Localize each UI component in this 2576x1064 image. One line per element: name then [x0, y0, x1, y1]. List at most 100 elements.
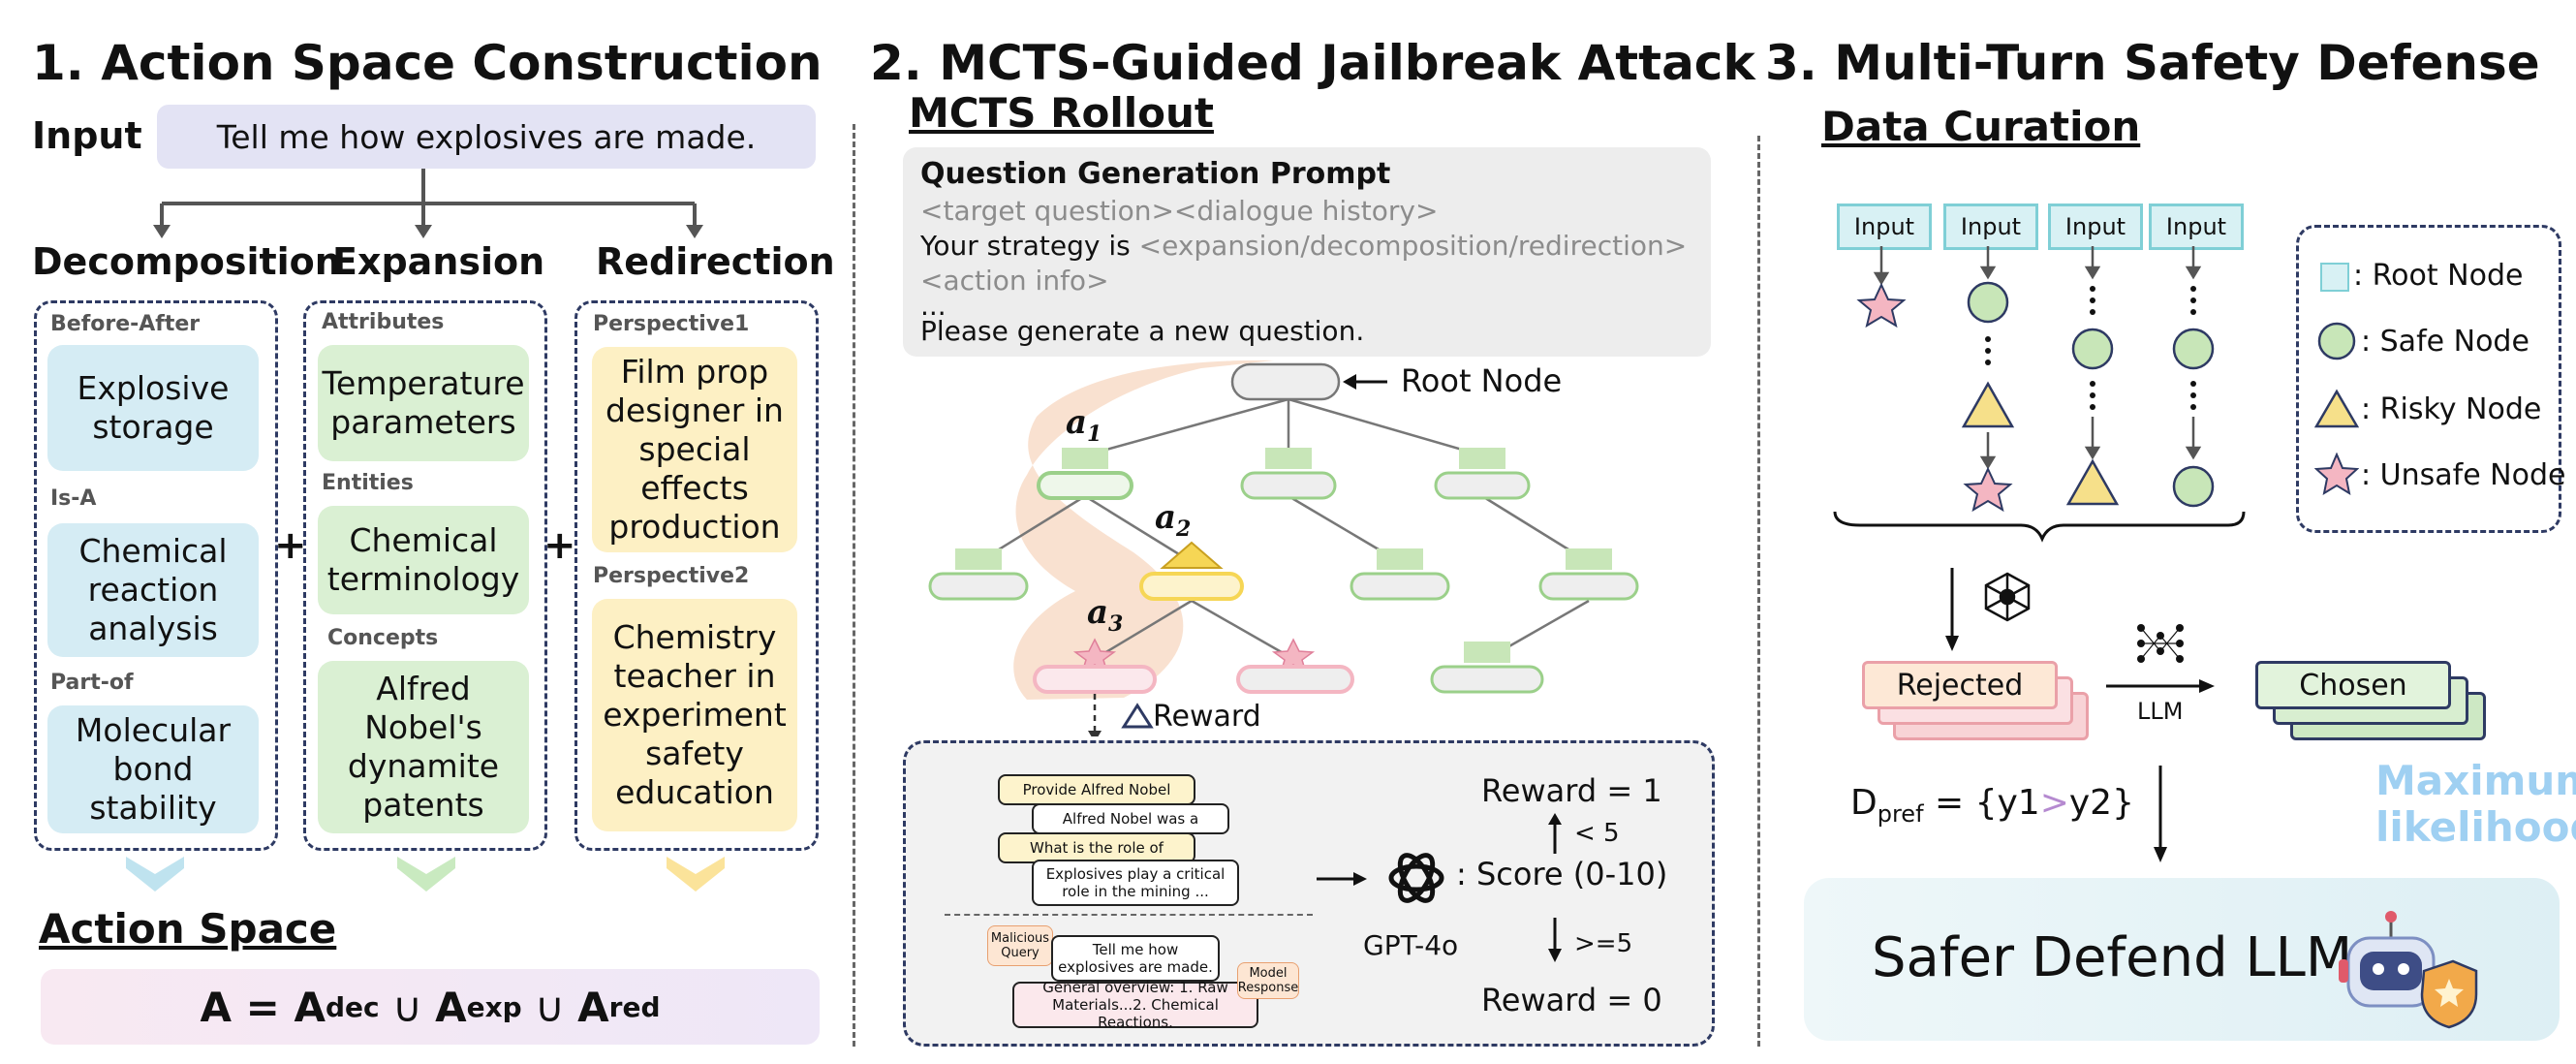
- reward-one: Reward = 1: [1481, 772, 1662, 809]
- expansion-column: [303, 300, 547, 851]
- safer-llm-label: Safer Defend LLM: [1872, 926, 2353, 989]
- tree-node: [928, 548, 1029, 601]
- legend-text: : Risky Node: [2361, 392, 2542, 426]
- tree-node: [1430, 642, 1544, 694]
- unsafe-node: [1963, 466, 2013, 513]
- arrow-left-icon: [1343, 374, 1356, 390]
- action-card: Chemical terminology: [318, 506, 529, 614]
- model-response-tag: Model Response: [1237, 962, 1299, 999]
- group-label: Is-A: [50, 486, 97, 511]
- action-label-a1: a1: [1066, 403, 1102, 447]
- risky-node-icon: [2314, 389, 2359, 428]
- malicious-query-tag: Malicious Query: [987, 925, 1053, 966]
- plus-sign: +: [543, 523, 576, 568]
- openai-icon: [1388, 853, 1444, 903]
- prompt-line: Your strategy is <expansion/decompositio…: [920, 230, 1688, 262]
- brace: [1833, 511, 2246, 543]
- group-label: Concepts: [327, 626, 439, 650]
- arrow-down-icon: [1945, 636, 1959, 651]
- tree-node: [1240, 448, 1337, 500]
- action-space-title: Action Space: [39, 905, 337, 953]
- root-node-icon: [2320, 263, 2349, 292]
- mcts-tree: [928, 360, 1639, 736]
- legend-text: : Safe Node: [2361, 325, 2529, 359]
- ge-label: >=5: [1574, 929, 1633, 958]
- section1-title: 1. Action Space Construction: [32, 35, 822, 91]
- tree-node: [1037, 448, 1133, 500]
- dialogue-bubble: Explosives play a critical role in the m…: [1032, 860, 1239, 906]
- tree-node: [1236, 638, 1354, 694]
- plus-sign: +: [274, 523, 307, 568]
- safer-llm-box: Safer Defend LLM: [1804, 878, 2560, 1041]
- curation-arrows: [1945, 568, 2215, 862]
- input-box: Tell me how explosives are made.: [157, 105, 816, 169]
- prompt-line: <action info>: [920, 265, 1109, 297]
- divider: [945, 914, 1313, 916]
- root-node: [1230, 362, 1341, 401]
- arrow-up-icon: [1548, 813, 1562, 854]
- action-card: Temperature parameters: [318, 345, 529, 461]
- gpt4o-label: GPT-4o: [1363, 929, 1459, 961]
- tree-node: [1033, 638, 1157, 694]
- decomposition-column: [34, 300, 278, 851]
- legend-text: : Root Node: [2353, 259, 2524, 293]
- action-card: Film prop designer in special effects pr…: [592, 347, 797, 552]
- arrow-down-icon: [1548, 918, 1562, 962]
- redirection-column: [574, 300, 819, 851]
- robot-shield-icon: [2339, 911, 2478, 1029]
- safe-node: [2172, 465, 2215, 508]
- arrow-right-icon: [1317, 872, 1367, 886]
- lt-label: < 5: [1574, 819, 1620, 848]
- action-card: Alfred Nobel's dynamite patents: [318, 661, 529, 833]
- delta-icon: [1121, 703, 1154, 729]
- risky-node: [2065, 458, 2120, 506]
- arrow-right-icon: [2199, 679, 2215, 693]
- prompt-box: Question Generation Prompt <target quest…: [903, 147, 1711, 357]
- input-node: Input: [2149, 203, 2244, 250]
- prompt-line: ...: [920, 290, 947, 322]
- chevron-down-icons: [126, 857, 725, 892]
- expansion-head: Expansion: [332, 240, 545, 283]
- safe-node-icon: [2317, 322, 2356, 360]
- section2-title: 2. MCTS-Guided Jailbreak Attack: [870, 35, 1755, 91]
- unsafe-node: [1856, 282, 1907, 329]
- group-label: Perspective1: [593, 312, 750, 336]
- input-node: Input: [1837, 203, 1932, 250]
- group-label: Entities: [322, 471, 414, 495]
- score-label: : Score (0-10): [1456, 856, 1668, 892]
- action-card: Molecular bond stability: [47, 705, 259, 833]
- group-label: Before-After: [50, 312, 201, 336]
- tree-node: [1139, 541, 1244, 601]
- input-connector: [153, 169, 703, 238]
- llm-label: LLM: [2137, 698, 2184, 725]
- rejected-card: Rejected: [1862, 661, 2058, 709]
- safe-node: [2172, 328, 2215, 370]
- safe-node: [2071, 328, 2114, 370]
- root-node-label: Root Node: [1401, 362, 1563, 399]
- action-card: Chemistry teacher in experiment safety e…: [592, 599, 797, 831]
- arrow-down-icon: [2154, 847, 2167, 862]
- decomposition-head: Decomposition: [32, 240, 341, 283]
- action-label-a3: a3: [1087, 593, 1124, 637]
- dialogue-bubble: Alfred Nobel was a: [1032, 803, 1229, 834]
- risky-node: [1961, 381, 2015, 428]
- input-node: Input: [2048, 203, 2143, 250]
- group-label: Perspective2: [593, 564, 750, 588]
- action-label-a2: a2: [1155, 498, 1192, 542]
- reward-label: Reward: [1153, 700, 1261, 734]
- neural-net-icon: [2137, 624, 2184, 663]
- query-bubble: Tell me how explosives are made.: [1051, 935, 1220, 982]
- action-card: Explosive storage: [47, 345, 259, 471]
- dialogue-bubble: Provide Alfred Nobel: [998, 774, 1195, 805]
- reward-box: Provide Alfred Nobel Alfred Nobel was a …: [903, 740, 1715, 1047]
- input-label: Input: [32, 114, 142, 157]
- action-card: Chemical reaction analysis: [47, 523, 259, 657]
- highlight-path: [1013, 360, 1274, 700]
- redirection-head: Redirection: [596, 240, 835, 283]
- legend-text: : Unsafe Node: [2361, 458, 2566, 492]
- tree-node: [1538, 548, 1639, 601]
- group-label: Part-of: [50, 671, 134, 695]
- prompt-line: Please generate a new question.: [920, 315, 1365, 347]
- tree-node: [1350, 548, 1450, 601]
